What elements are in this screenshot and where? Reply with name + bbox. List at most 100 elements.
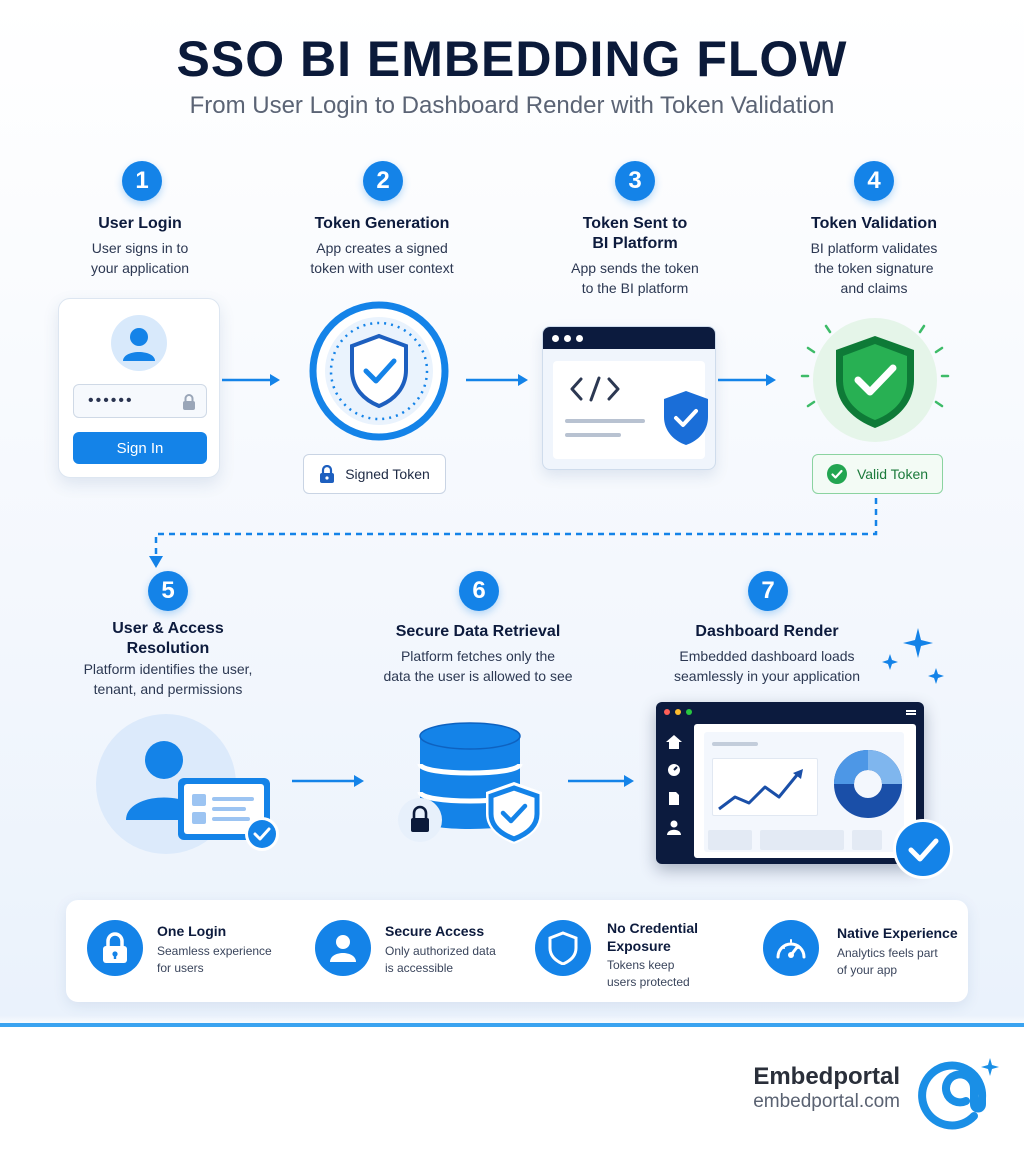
brand-name: Embedportal (753, 1063, 900, 1090)
benefit-title: Exposure (607, 938, 671, 954)
password-mask: •••••• (88, 392, 134, 409)
step-5-desc-line: tenant, and permissions (93, 681, 243, 697)
brand-url[interactable]: embedportal.com (753, 1091, 900, 1112)
step-6-desc-line: Platform fetches only the (400, 648, 556, 664)
shield-check-icon (664, 391, 708, 445)
avatar-user-icon (123, 328, 155, 361)
dashboard-canvas (694, 724, 916, 858)
benefit-desc-line: Tokens keep (607, 958, 675, 972)
menu-icon[interactable] (906, 710, 916, 712)
step-4-number: 4 (854, 161, 894, 201)
step-4-desc-line: and claims (840, 280, 908, 296)
code-icon (570, 376, 620, 402)
step-5-desc-line: Platform identifies the user, (83, 661, 253, 677)
window-dots (664, 709, 692, 715)
step-1-desc-line: User signs in to (91, 240, 189, 256)
brand-logo-icon (918, 1058, 999, 1130)
arrow-right-icon (466, 374, 528, 386)
step-1-number: 1 (122, 161, 162, 201)
benefits-panel: One Login Seamless experience for users … (66, 900, 968, 1002)
benefit-desc-line: for users (157, 961, 204, 975)
lock-icon (320, 465, 335, 483)
valid-shield-icon (800, 318, 950, 442)
step-4-desc-line: the token signature (814, 260, 934, 276)
step-2-number: 2 (363, 161, 403, 201)
document-icon[interactable] (668, 791, 680, 806)
valid-token-badge: Valid Token (812, 454, 943, 494)
page-subtitle: From User Login to Dashboard Render with… (189, 92, 835, 119)
signed-token-label: Signed Token (345, 466, 430, 482)
step-2-title: Token Generation (314, 215, 450, 232)
arrow-right-icon (718, 374, 776, 386)
user-id-card-icon (96, 714, 279, 854)
step-5-title: User & Access (112, 620, 224, 637)
step-7-title: Dashboard Render (695, 623, 839, 640)
shield-icon (535, 920, 591, 976)
user-icon[interactable] (667, 820, 681, 835)
step-5-title: Resolution (126, 640, 210, 657)
step-4-text: Token Validation BI platform validates t… (774, 214, 974, 298)
benefit-native-experience: Native Experience Analytics feels part o… (837, 924, 963, 979)
step-1-text: User Login User signs in to your applica… (40, 214, 240, 278)
step-2-text: Token Generation App creates a signed to… (272, 214, 492, 278)
check-circle-icon (893, 819, 953, 879)
signed-token-badge: Signed Token (303, 454, 446, 494)
token-seal-icon (309, 301, 449, 441)
step-6-number: 6 (459, 571, 499, 611)
step-7-desc-line: seamlessly in your application (674, 668, 860, 684)
flow-connector (149, 498, 878, 568)
check-circle-icon (826, 464, 847, 484)
lock-icon (87, 920, 143, 976)
brand-block: Embedportal embedportal.com (753, 1064, 900, 1114)
step-7-text: Dashboard Render Embedded dashboard load… (654, 622, 880, 686)
benefit-desc-line: Seamless experience (157, 944, 272, 958)
sparkle-icon (882, 628, 944, 684)
benefit-desc-line: Only authorized data (385, 944, 496, 958)
step-4-desc-line: BI platform validates (810, 240, 938, 256)
browser-titlebar (543, 327, 715, 349)
user-icon (315, 920, 371, 976)
password-field[interactable]: •••••• (73, 384, 207, 418)
benefit-title: Native Experience (837, 925, 958, 941)
page-title: SSO BI EMBEDDING FLOW (176, 31, 848, 87)
benefit-desc-line: users protected (607, 975, 690, 989)
step-6-desc-line: data the user is allowed to see (383, 668, 573, 684)
gauge-icon[interactable] (667, 763, 681, 777)
step-3-title: Token Sent to (582, 215, 688, 232)
login-avatar (111, 315, 167, 371)
sign-in-button[interactable]: Sign In (73, 432, 207, 464)
benefit-title: One Login (157, 923, 227, 939)
step-4-title: Token Validation (811, 215, 937, 232)
step-6-title: Secure Data Retrieval (395, 623, 561, 640)
benefit-desc-line: is accessible (385, 961, 454, 975)
step-7-desc-line: Embedded dashboard loads (679, 648, 855, 664)
step-7-number: 7 (748, 571, 788, 611)
speedometer-icon (763, 920, 819, 976)
benefit-desc-line: Analytics feels part (837, 946, 938, 960)
home-icon[interactable] (665, 734, 683, 750)
dashboard-window (656, 702, 924, 864)
benefit-no-credential-exposure: No Credential Exposure Tokens keep users… (607, 919, 747, 991)
arrow-right-icon (292, 775, 364, 787)
trend-line-icon (718, 769, 803, 811)
step-2-desc-line: App creates a signed (316, 240, 448, 256)
benefit-title: No Credential (607, 920, 699, 936)
line-chart-panel (712, 758, 818, 816)
step-5-number: 5 (148, 571, 188, 611)
step-3-desc-line: to the BI platform (581, 280, 689, 296)
benefit-desc-line: of your app (837, 963, 898, 977)
step-3-desc-line: App sends the token (571, 260, 699, 276)
login-card: •••••• Sign In (58, 298, 220, 478)
step-3-title: BI Platform (592, 235, 678, 252)
step-3-number: 3 (615, 161, 655, 201)
step-1-desc-line: your application (90, 260, 190, 276)
step-2-desc-line: token with user context (310, 260, 454, 276)
benefit-secure-access: Secure Access Only authorized data is ac… (385, 922, 525, 977)
database-icon (398, 722, 542, 844)
valid-token-label: Valid Token (856, 466, 929, 482)
step-6-text: Secure Data Retrieval Platform fetches o… (360, 622, 596, 686)
step-3-text: Token Sent to BI Platform App sends the … (530, 214, 740, 298)
arrow-right-icon (568, 775, 634, 787)
benefit-title: Secure Access (385, 923, 485, 939)
donut-chart-icon (834, 750, 902, 818)
